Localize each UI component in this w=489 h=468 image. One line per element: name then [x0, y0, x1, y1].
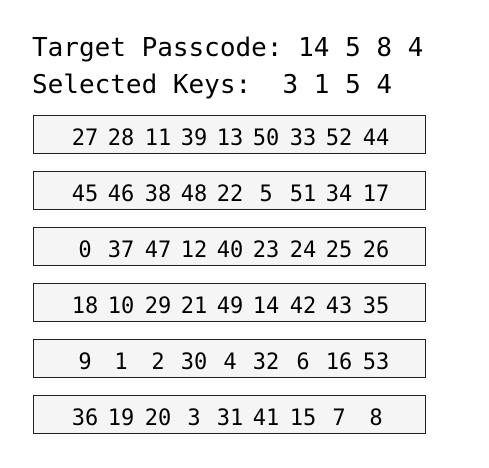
key-button[interactable]: 47 — [144, 238, 172, 263]
key-button[interactable]: 0 — [78, 238, 92, 263]
key-button[interactable]: 50 — [252, 126, 280, 151]
key-button[interactable]: 46 — [107, 182, 135, 207]
key-button[interactable]: 44 — [362, 126, 390, 151]
key-button[interactable]: 36 — [71, 406, 99, 431]
key-button[interactable]: 53 — [362, 350, 390, 375]
key-button[interactable]: 11 — [144, 126, 172, 151]
key-button[interactable]: 20 — [144, 406, 172, 431]
key-button[interactable]: 40 — [216, 238, 244, 263]
key-button[interactable]: 32 — [252, 350, 280, 375]
key-button[interactable]: 28 — [107, 126, 135, 151]
key-button[interactable]: 8 — [369, 406, 383, 431]
key-button[interactable]: 14 — [252, 294, 280, 319]
key-button[interactable]: 1 — [114, 350, 128, 375]
key-button[interactable]: 22 — [216, 182, 244, 207]
key-button[interactable]: 42 — [289, 294, 317, 319]
key-button[interactable]: 10 — [107, 294, 135, 319]
key-button[interactable]: 33 — [289, 126, 317, 151]
key-row-3: 0 37 47 12 40 23 24 25 26 — [33, 227, 426, 266]
key-button[interactable]: 17 — [362, 182, 390, 207]
key-button[interactable]: 38 — [144, 182, 172, 207]
key-button[interactable]: 23 — [252, 238, 280, 263]
key-button[interactable]: 51 — [289, 182, 317, 207]
key-button[interactable]: 5 — [259, 182, 273, 207]
key-button[interactable]: 12 — [180, 238, 208, 263]
key-button[interactable]: 15 — [289, 406, 317, 431]
key-row-2: 45 46 38 48 22 5 51 34 17 — [33, 171, 426, 210]
key-button[interactable]: 30 — [180, 350, 208, 375]
key-button[interactable]: 24 — [289, 238, 317, 263]
key-button[interactable]: 34 — [325, 182, 353, 207]
key-button[interactable]: 52 — [325, 126, 353, 151]
target-passcode-display: Target Passcode: 14 5 8 4 — [32, 33, 424, 63]
key-button[interactable]: 29 — [144, 294, 172, 319]
key-button[interactable]: 26 — [362, 238, 390, 263]
key-button[interactable]: 45 — [71, 182, 99, 207]
key-button[interactable]: 49 — [216, 294, 244, 319]
key-button[interactable]: 6 — [296, 350, 310, 375]
key-button[interactable]: 41 — [252, 406, 280, 431]
key-button[interactable]: 16 — [325, 350, 353, 375]
key-button[interactable]: 35 — [362, 294, 390, 319]
key-row-1: 27 28 11 39 13 50 33 52 44 — [33, 115, 426, 154]
key-button[interactable]: 39 — [180, 126, 208, 151]
key-button[interactable]: 43 — [325, 294, 353, 319]
key-button[interactable]: 37 — [107, 238, 135, 263]
key-button[interactable]: 7 — [332, 406, 346, 431]
key-button[interactable]: 4 — [223, 350, 237, 375]
key-button[interactable]: 25 — [325, 238, 353, 263]
key-button[interactable]: 3 — [187, 406, 201, 431]
key-button[interactable]: 18 — [71, 294, 99, 319]
key-button[interactable]: 2 — [151, 350, 165, 375]
key-row-4: 18 10 29 21 49 14 42 43 35 — [33, 283, 426, 322]
key-button[interactable]: 9 — [78, 350, 92, 375]
key-button[interactable]: 21 — [180, 294, 208, 319]
key-button[interactable]: 19 — [107, 406, 135, 431]
key-button[interactable]: 27 — [71, 126, 99, 151]
key-button[interactable]: 48 — [180, 182, 208, 207]
key-button[interactable]: 13 — [216, 126, 244, 151]
key-button[interactable]: 31 — [216, 406, 244, 431]
selected-keys-display: Selected Keys: 3 1 5 4 — [32, 70, 393, 100]
